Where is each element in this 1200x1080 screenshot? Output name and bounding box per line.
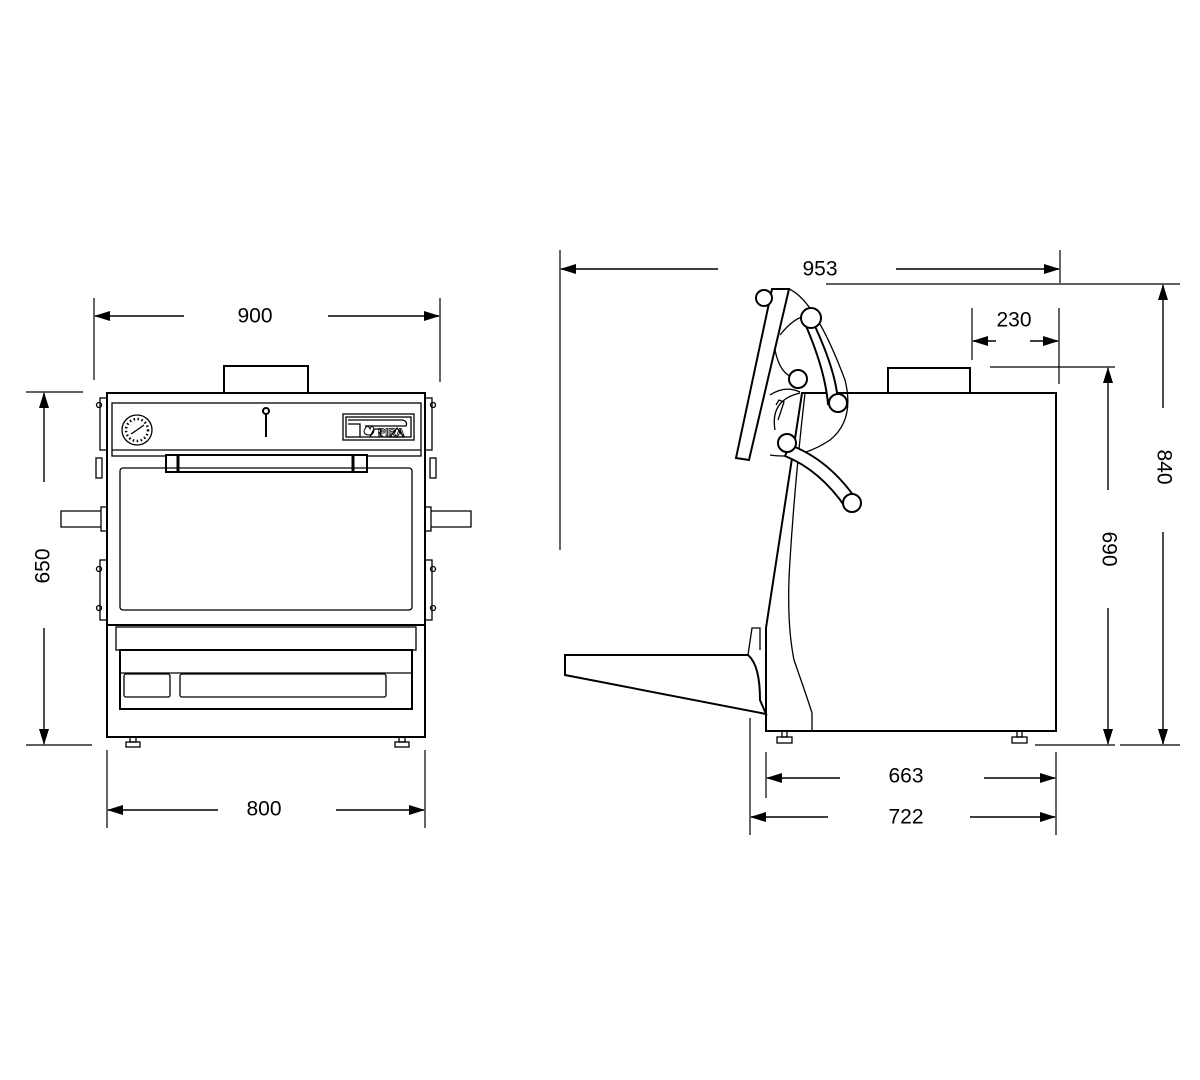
chimney bbox=[223, 365, 309, 394]
dimension-900: 900 bbox=[93, 298, 441, 382]
dimension-800: 800 bbox=[106, 750, 426, 828]
thermometer-gauge-icon bbox=[121, 414, 153, 446]
dimension-953: 953 bbox=[559, 250, 1061, 550]
ash-drawer-front[interactable] bbox=[115, 626, 417, 651]
door-window bbox=[119, 467, 413, 611]
chimney bbox=[887, 367, 971, 394]
dimension-230: 230 bbox=[971, 308, 1060, 384]
oven-body bbox=[106, 392, 426, 738]
dimension-label: 690 bbox=[1097, 531, 1120, 566]
ash-drawer bbox=[119, 649, 413, 710]
left-side-handle[interactable] bbox=[60, 510, 101, 528]
side-frame-curve bbox=[788, 392, 813, 731]
dimension-690: 690 bbox=[990, 366, 1120, 746]
front-shelf bbox=[564, 654, 768, 716]
dimension-722: 722 bbox=[749, 718, 1056, 835]
oven-body-side bbox=[765, 392, 1057, 732]
feet bbox=[776, 730, 1028, 744]
open-door[interactable] bbox=[734, 288, 791, 462]
dimension-label: 800 bbox=[246, 798, 281, 821]
door-handle[interactable] bbox=[165, 454, 368, 473]
side-view bbox=[564, 288, 1057, 744]
dimension-label: 900 bbox=[237, 305, 272, 328]
dimension-663: 663 bbox=[765, 752, 1057, 835]
dimension-label: 840 bbox=[1152, 449, 1175, 484]
dimension-label: 650 bbox=[32, 548, 55, 583]
dimension-840: 840 bbox=[826, 283, 1180, 746]
door-handles[interactable] bbox=[777, 307, 862, 513]
right-side-handle[interactable] bbox=[431, 510, 472, 528]
damper-lever-icon[interactable] bbox=[262, 407, 270, 437]
brand-logo: PIRA bbox=[342, 413, 415, 441]
side-hinges bbox=[95, 397, 437, 621]
dimension-label: 722 bbox=[888, 806, 923, 829]
dimension-650: 650 bbox=[26, 391, 92, 746]
dimension-label: 953 bbox=[802, 258, 837, 281]
dimension-label: 230 bbox=[996, 309, 1031, 332]
dimension-label: 663 bbox=[888, 765, 923, 788]
front-view: PIRA bbox=[60, 365, 472, 748]
feet bbox=[125, 736, 410, 748]
